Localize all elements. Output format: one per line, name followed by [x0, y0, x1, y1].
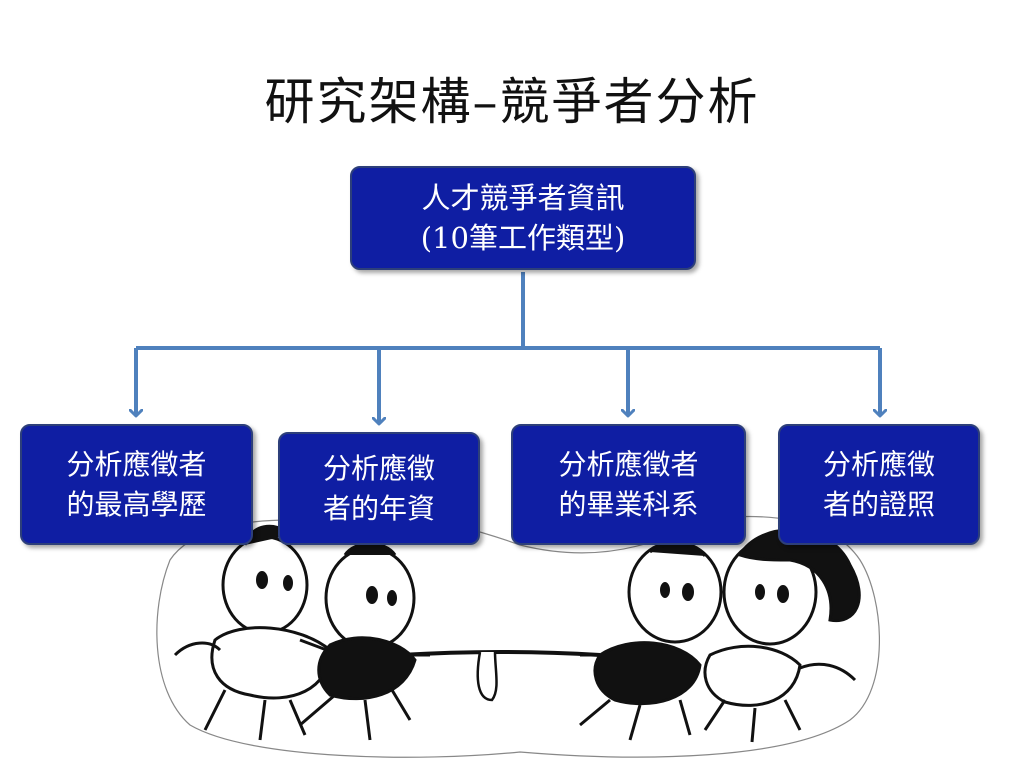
child-node-graduation-major[interactable]: 分析應徵者 的畢業科系	[511, 424, 746, 545]
child-node-highest-education[interactable]: 分析應徵者 的最高學歷	[20, 424, 253, 545]
child-node-certificates[interactable]: 分析應徵 者的證照	[778, 424, 980, 545]
right-figure-back	[703, 528, 861, 743]
rope-knot	[476, 651, 498, 702]
child-node-line-2: 者的證照	[822, 487, 935, 521]
child-node-work-experience[interactable]: 分析應徵 者的年資	[278, 432, 480, 545]
child-node-line-1: 分析應徵者	[66, 447, 207, 481]
left-figure-front	[299, 542, 430, 741]
root-node-talent-competitor-info[interactable]: 人才競爭者資訊 (10筆工作類型)	[350, 166, 696, 270]
root-node-line-2: (10筆工作類型)	[420, 221, 626, 255]
left-figure-back	[173, 524, 341, 741]
root-node-line-1: 人才競爭者資訊	[421, 181, 625, 215]
child-node-line-1: 分析應徵者	[558, 447, 699, 481]
right-figure-front	[579, 540, 723, 741]
child-node-line-1: 分析應徵	[322, 451, 435, 485]
slide-title: 研究架構–競爭者分析	[264, 73, 760, 131]
child-node-line-1: 分析應徵	[822, 447, 935, 481]
child-node-line-2: 者的年資	[322, 491, 435, 525]
child-node-line-2: 的畢業科系	[558, 487, 699, 521]
child-node-line-2: 的最高學歷	[66, 487, 207, 521]
